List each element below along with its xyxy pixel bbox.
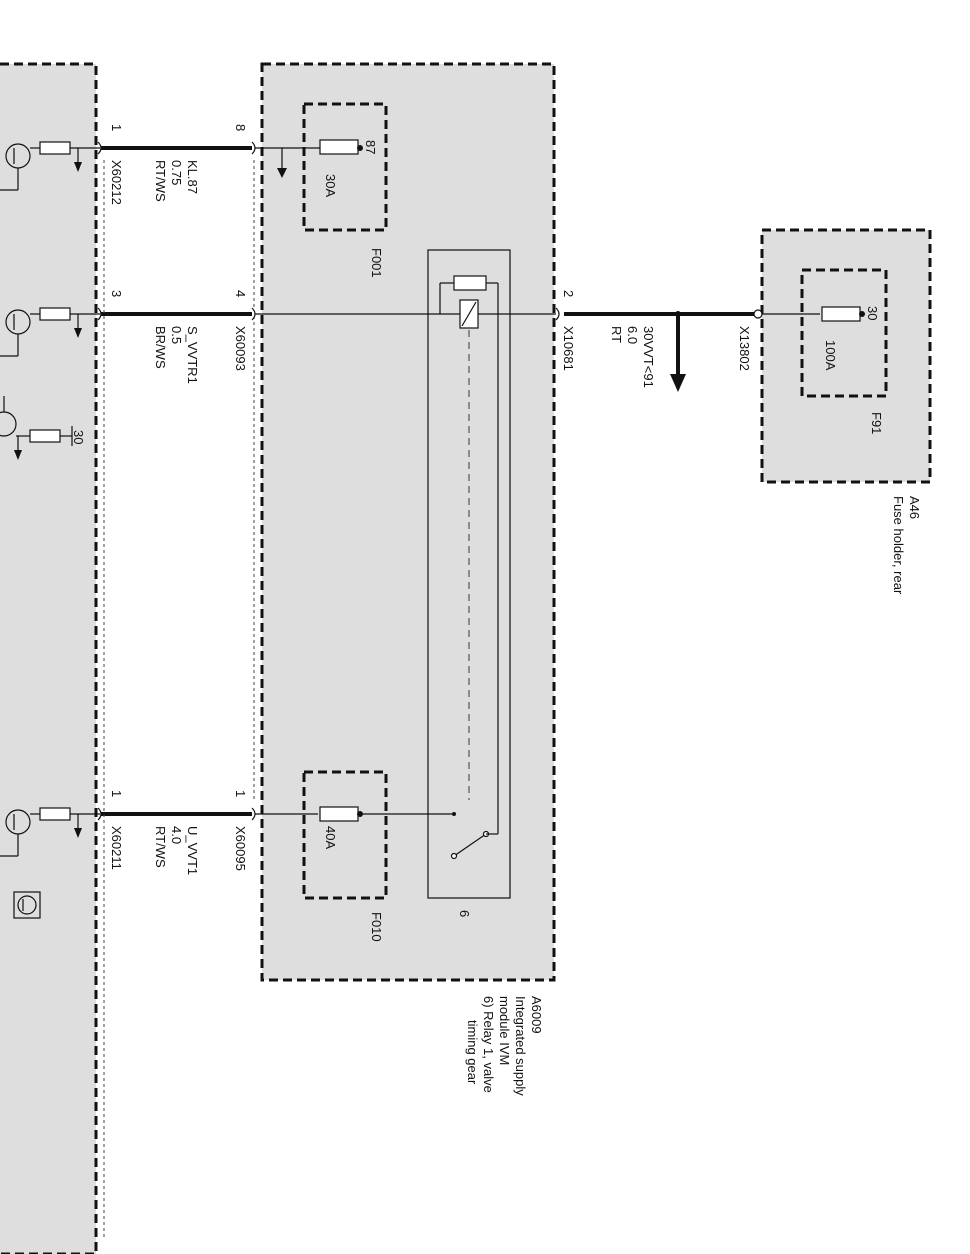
wire3-size: 4.0 — [169, 826, 184, 844]
wire3-signal: U_VVT1 — [185, 826, 200, 875]
wire3-module-pin: 1 — [233, 790, 248, 797]
wire2-signal: S_VVTR1 — [185, 326, 200, 384]
ground-symbol-icon — [13, 891, 41, 919]
wire1-signal: KL.87 — [185, 160, 200, 194]
supply-module-ref: A6009 — [529, 996, 544, 1034]
fuse-f001-pin: 87 — [363, 140, 378, 154]
supply-module-name-4: timing gear — [465, 1020, 480, 1085]
wire2-color: BR/WS — [153, 326, 168, 369]
ecu-box — [0, 62, 98, 1254]
wire-kl87 — [100, 139, 363, 178]
fuse-f001 — [319, 139, 359, 155]
ecu-circuit-2 — [0, 307, 100, 357]
ecu-circuit-4 — [0, 807, 100, 857]
fuse-f001-id: F001 — [369, 248, 384, 278]
fuse-f91-pin: 30 — [865, 306, 880, 320]
wire2-module-pin: 4 — [233, 290, 248, 297]
supply-module-name-3: 6) Relay 1, valve — [481, 996, 496, 1093]
fuse-f010-frame — [302, 770, 388, 900]
fuse-holder-connector: X13802 — [737, 326, 752, 371]
feed-size: 6.0 — [625, 326, 640, 344]
fuse-f001-rating: 30A — [323, 174, 338, 197]
wire2-size: 0.5 — [169, 326, 184, 344]
wire1-module-pin: 8 — [233, 124, 248, 131]
fuse-f001-frame — [302, 102, 388, 232]
wire3-module-connector: X60095 — [233, 826, 248, 871]
fuse-f010-id: F010 — [369, 912, 384, 942]
wire1-size: 0.75 — [169, 160, 184, 185]
fuse-f91-frame — [800, 268, 888, 398]
fuse-holder-box — [760, 228, 932, 484]
relay-frame — [427, 249, 511, 899]
ecu-circuit-3 — [0, 396, 73, 460]
wire1-ecu-pin: 1 — [109, 124, 124, 131]
relay-label: 6 — [457, 910, 472, 917]
fuse-f010 — [319, 806, 359, 822]
feed-connector: X10681 — [561, 326, 576, 371]
fuse-holder-name: Fuse holder, rear — [891, 496, 906, 595]
terminals — [97, 141, 560, 821]
relay-coil — [439, 275, 499, 800]
wire1-ecu-connector: X60212 — [109, 160, 124, 205]
supply-module-box — [260, 62, 556, 982]
wire3-color: RT/WS — [153, 826, 168, 868]
fuse-f91-id: F91 — [869, 412, 884, 434]
ecu-internal-pin: 30 — [71, 430, 86, 444]
wire2-module-connector: X60093 — [233, 326, 248, 371]
wire1-color: RT/WS — [153, 160, 168, 202]
fuse-f010-rating: 40A — [323, 826, 338, 849]
ecu-circuit-1 — [0, 141, 100, 191]
fuse-f91 — [821, 306, 861, 322]
wire-uvvt1 — [100, 314, 499, 860]
wire-svvtr1 — [100, 306, 865, 392]
feed-pin: 2 — [561, 290, 576, 297]
supply-module-name-2: module IVM — [497, 996, 512, 1065]
fuse-f91-rating: 100A — [823, 340, 838, 371]
fuse-holder-ref: A46 — [907, 496, 922, 519]
supply-module-name-1: Integrated supply — [513, 996, 528, 1096]
feed-signal: 30VVT<91 — [641, 326, 656, 388]
wire3-ecu-connector: X60211 — [109, 826, 124, 870]
feed-color: RT — [609, 326, 624, 343]
wire3-ecu-pin: 1 — [109, 790, 124, 797]
wire2-ecu-pin: 3 — [109, 290, 124, 297]
